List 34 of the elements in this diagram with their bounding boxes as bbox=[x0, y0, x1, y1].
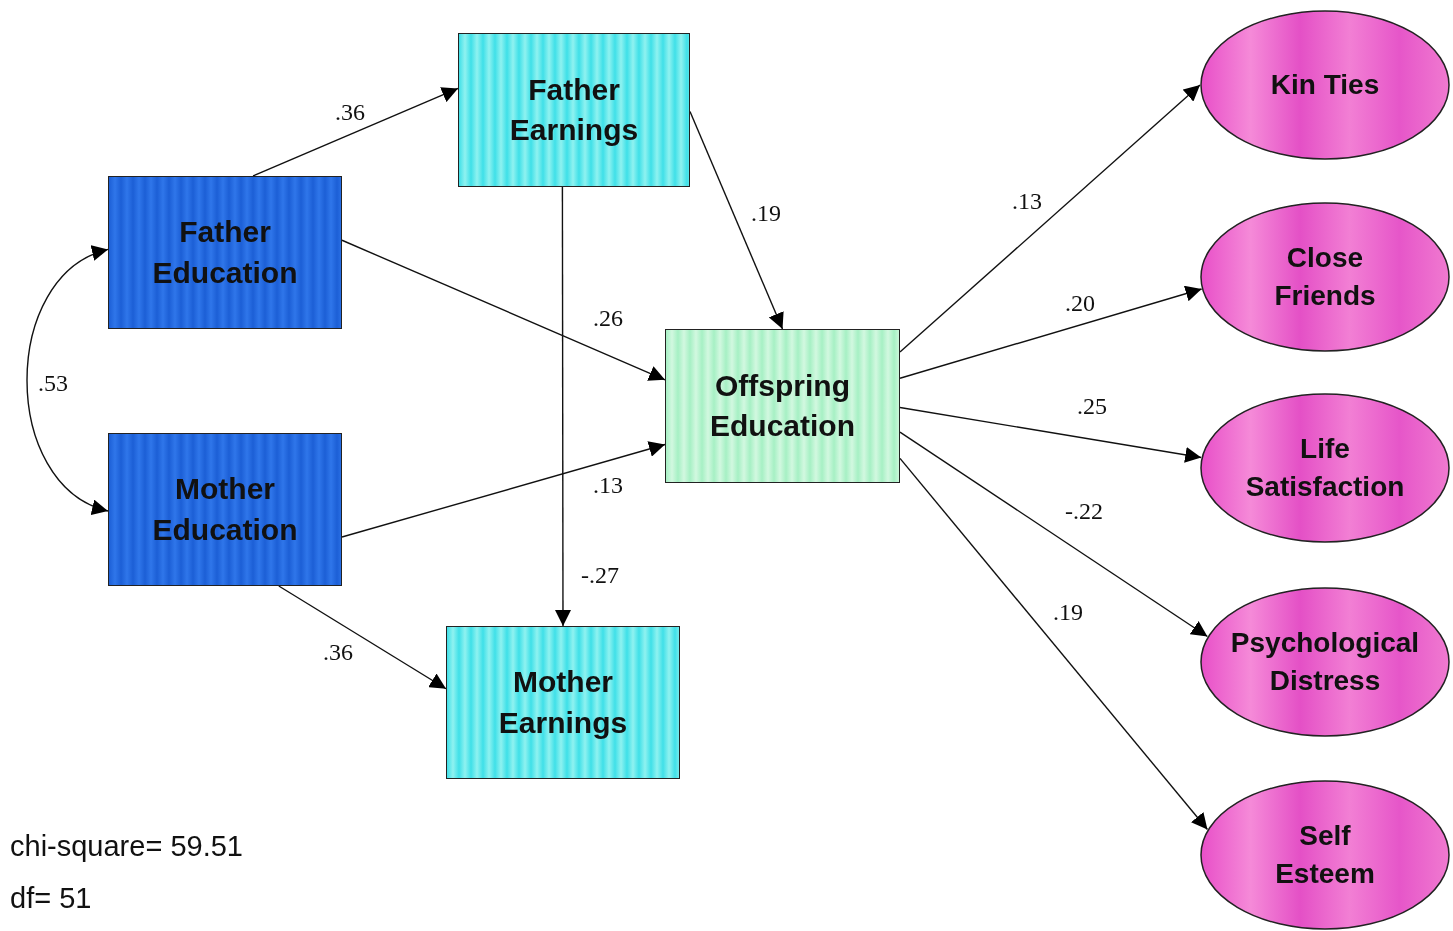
outcome-ellipse bbox=[1200, 780, 1450, 930]
node-label: Self Esteem bbox=[1275, 819, 1375, 891]
node-label: Mother Education bbox=[151, 471, 299, 548]
outcome-ellipse bbox=[1200, 587, 1450, 737]
fit-statistic: chi-square= 59.51 bbox=[10, 830, 243, 863]
outcome-ellipse bbox=[1200, 10, 1450, 160]
variable-box bbox=[108, 176, 342, 329]
variable-box bbox=[446, 626, 680, 779]
outcome-ellipse bbox=[1200, 393, 1450, 543]
variable-box bbox=[108, 433, 342, 586]
path-arrow bbox=[252, 87, 459, 177]
variable-box bbox=[458, 33, 690, 187]
node-label: Close Friends bbox=[1274, 241, 1376, 313]
variable-box bbox=[665, 329, 900, 483]
path-arrow bbox=[899, 431, 1209, 638]
path-arrow bbox=[341, 441, 666, 538]
outcome-ellipse bbox=[1200, 202, 1450, 352]
path-arrow bbox=[899, 406, 1202, 463]
node-label: Father Earnings bbox=[508, 71, 640, 148]
path-arrow bbox=[899, 84, 1201, 353]
path-arrow bbox=[555, 186, 571, 627]
node-label: Psychological Distress bbox=[1230, 626, 1420, 698]
path-arrow bbox=[899, 457, 1209, 831]
fit-statistic: df= 51 bbox=[10, 882, 92, 915]
node-label: Offspring Education bbox=[709, 367, 856, 444]
node-label: Kin Ties bbox=[1270, 68, 1380, 103]
path-arrow bbox=[278, 585, 447, 690]
node-label: Father Education bbox=[151, 214, 299, 291]
path-arrow bbox=[341, 239, 666, 381]
node-label: Mother Earnings bbox=[497, 664, 629, 741]
path-arrow bbox=[26, 247, 109, 513]
node-label: Life Satisfaction bbox=[1245, 432, 1405, 504]
path-arrow bbox=[899, 285, 1203, 379]
path-arrow bbox=[689, 110, 784, 330]
